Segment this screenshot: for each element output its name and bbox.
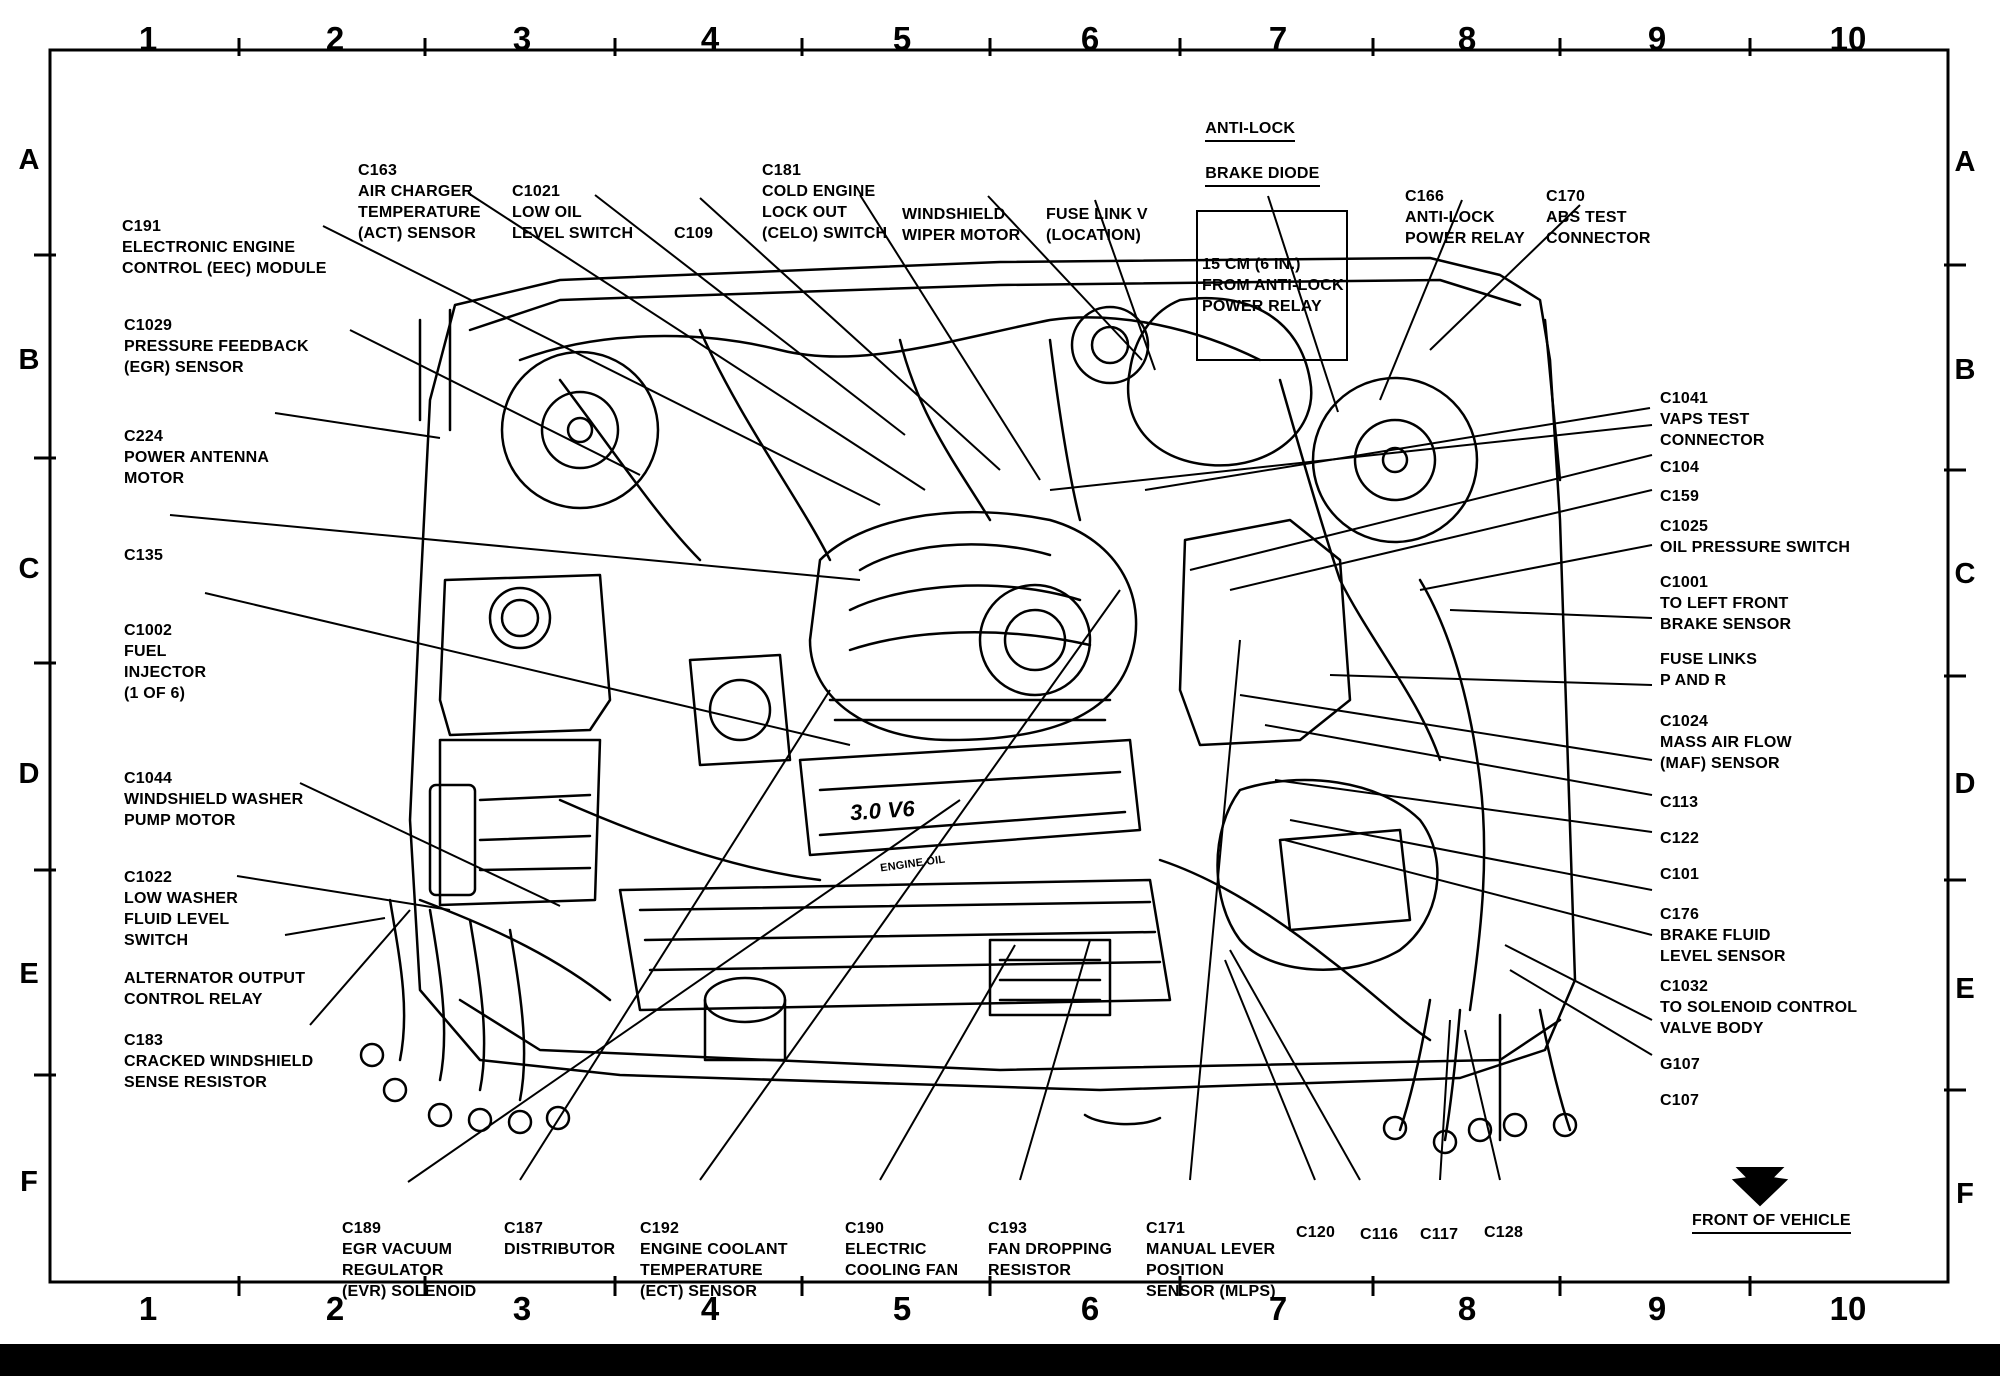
label-c120: C120	[1296, 1224, 1336, 1241]
grid-row-left-c: C	[18, 553, 40, 585]
grid-col-bottom-9: 9	[1647, 1290, 1667, 1327]
front-of-vehicle-label: FRONT OF VEHICLE	[1692, 1210, 1851, 1234]
label-c109: C109	[674, 225, 714, 242]
label-c128: C128	[1484, 1224, 1524, 1241]
grid-col-bottom-10: 10	[1829, 1290, 1867, 1327]
engine-badge: 3.0 V6	[849, 795, 916, 826]
grid-row-right-e: E	[1955, 973, 1975, 1005]
label-fuse-link-v: FUSE LINK V(LOCATION)	[1046, 206, 1148, 244]
grid-row-right-b: B	[1954, 354, 1976, 386]
label-c117: C117	[1420, 1226, 1459, 1243]
grid-col-top-1: 1	[138, 20, 158, 57]
front-arrow-icon	[1731, 1167, 1789, 1207]
grid-col-top-4: 4	[700, 20, 720, 57]
label-c122: C122	[1660, 830, 1700, 847]
label-c159: C159	[1660, 488, 1700, 505]
engine-bay-illustration	[359, 256, 1578, 1155]
grid-col-top-8: 8	[1457, 20, 1477, 57]
grid-row-left-b: B	[18, 344, 40, 376]
grid-col-top-3: 3	[512, 20, 532, 57]
label-g107: G107	[1660, 1056, 1700, 1073]
grid-col-top-7: 7	[1268, 20, 1288, 57]
grid-row-right-c: C	[1954, 558, 1976, 590]
label-c104: C104	[1660, 459, 1700, 476]
diagram-border	[48, 48, 1950, 1284]
grid-col-bottom-1: 1	[138, 1290, 158, 1327]
grid-row-left-d: D	[18, 758, 40, 790]
grid-col-bottom-2: 2	[325, 1290, 345, 1327]
grid-col-top-9: 9	[1647, 20, 1667, 57]
grid-col-bottom-4: 4	[700, 1290, 720, 1327]
bottom-black-bar	[0, 1344, 2000, 1376]
grid-col-top-10: 10	[1829, 20, 1867, 57]
grid-col-top-5: 5	[892, 20, 912, 57]
label-c135: C135	[124, 547, 164, 564]
grid-col-bottom-5: 5	[892, 1290, 912, 1327]
grid-col-bottom-3: 3	[512, 1290, 532, 1327]
grid-col-bottom-7: 7	[1268, 1290, 1288, 1327]
label-c116: C116	[1360, 1226, 1399, 1243]
grid-row-left-f: F	[20, 1166, 38, 1198]
label-c107: C107	[1660, 1092, 1700, 1109]
grid-ticks	[34, 38, 1966, 1296]
grid-col-bottom-8: 8	[1457, 1290, 1477, 1327]
label-abs-diode: ANTI-LOCK BRAKE DIODE 15 CM (6 IN.)FROM …	[1196, 97, 1348, 382]
grid-col-bottom-6: 6	[1080, 1290, 1100, 1327]
grid-row-right-a: A	[1954, 146, 1976, 178]
grid-col-top-2: 2	[325, 20, 345, 57]
label-c113: C113	[1660, 794, 1699, 811]
grid-col-top-6: 6	[1080, 20, 1100, 57]
grid-row-left-e: E	[19, 958, 39, 990]
grid-row-right-f: F	[1956, 1178, 1974, 1210]
leader-lines	[169, 192, 1653, 1183]
label-c101: C101	[1660, 866, 1700, 883]
grid-row-right-d: D	[1954, 768, 1976, 800]
grid-row-left-a: A	[18, 144, 40, 176]
